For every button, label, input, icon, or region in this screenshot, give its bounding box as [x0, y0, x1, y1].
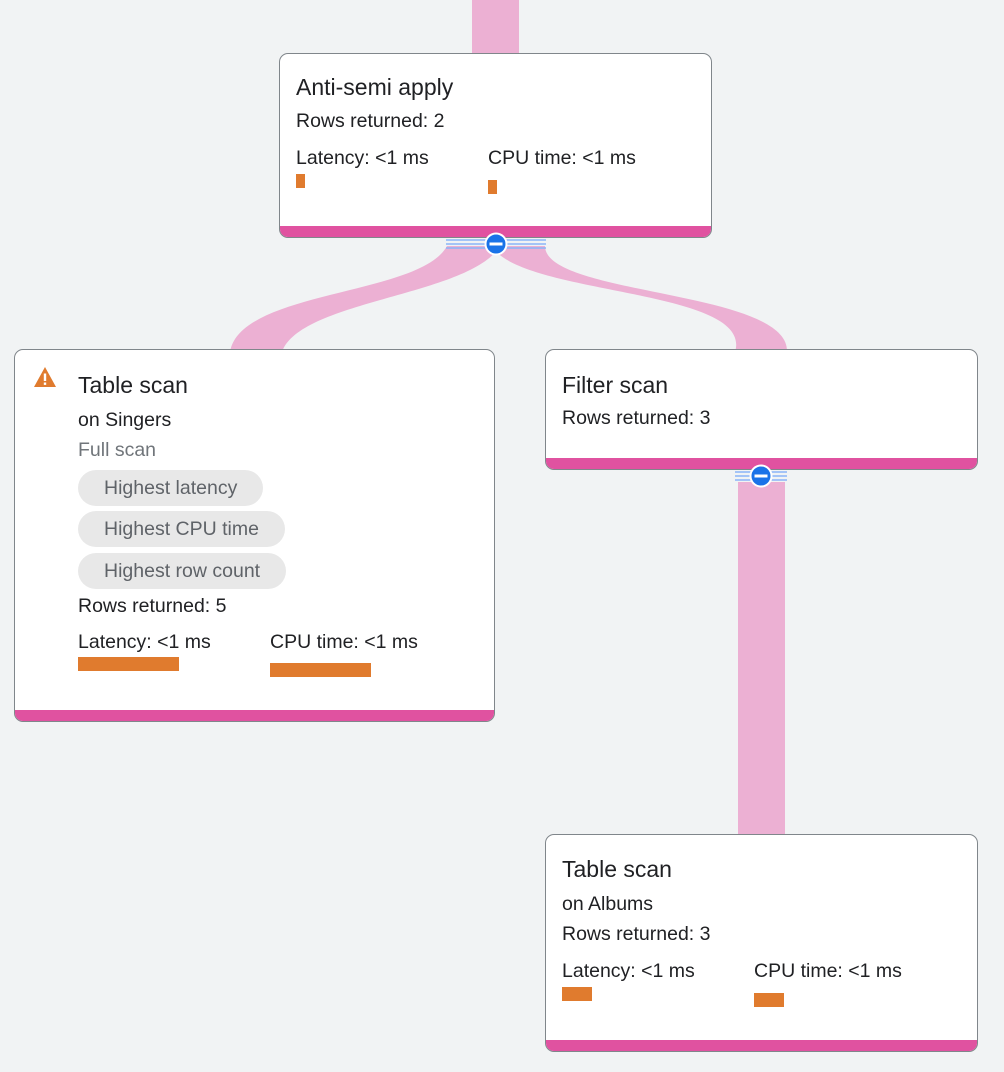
rows-returned: Rows returned: 5 [78, 595, 227, 617]
node-title: Table scan [78, 372, 188, 398]
connector-root-to-anti-semi [472, 0, 519, 54]
node-title: Filter scan [562, 372, 669, 398]
cpu-time-label: CPU time: <1 ms [270, 631, 418, 653]
chip-highest-latency: Highest latency [78, 470, 264, 506]
table-name: on Albums [562, 893, 654, 915]
table-name: on Singers [78, 409, 172, 431]
cpu-time-label: CPU time: <1 ms [754, 960, 902, 982]
chip-highest-row-count: Highest row count [78, 553, 287, 589]
rows-returned: Rows returned: 3 [562, 407, 711, 429]
node-bottom-bar [15, 710, 494, 721]
node-bottom-bar [546, 1040, 977, 1051]
node-title: Table scan [562, 856, 672, 882]
cpu-time-bar [754, 993, 784, 1007]
minus-circle-icon [749, 464, 773, 488]
plan-node-table-scan-singers[interactable]: Table scan on Singers Full scan Highest … [14, 349, 495, 722]
connector-anti-semi-to-table-scan-singers [230, 246, 500, 352]
cpu-time-bar [488, 180, 497, 194]
node-bottom-bar [546, 458, 977, 469]
chip-highest-cpu-time: Highest CPU time [78, 511, 285, 547]
cpu-time-label: CPU time: <1 ms [488, 147, 636, 169]
node-bottom-bar [280, 226, 711, 237]
cpu-time-bar [270, 663, 371, 677]
rows-returned: Rows returned: 3 [562, 923, 711, 945]
collapse-toggle-filter-scan[interactable] [711, 464, 811, 488]
connector-filter-scan-to-table-scan-albums [738, 482, 785, 836]
connector-anti-semi-to-filter-scan [492, 246, 788, 352]
warning-icon [34, 367, 56, 387]
latency-bar [562, 987, 592, 1001]
collapse-toggle-anti-semi-apply[interactable] [446, 232, 546, 256]
rows-returned: Rows returned: 2 [296, 110, 445, 132]
latency-label: Latency: <1 ms [562, 960, 695, 982]
minus-circle-icon [484, 232, 508, 256]
latency-label: Latency: <1 ms [78, 631, 211, 653]
latency-label: Latency: <1 ms [296, 147, 429, 169]
plan-node-anti-semi-apply[interactable]: Anti-semi apply Rows returned: 2 Latency… [279, 53, 712, 238]
plan-node-table-scan-albums[interactable]: Table scan on Albums Rows returned: 3 La… [545, 834, 978, 1052]
latency-bar [296, 174, 305, 188]
plan-node-filter-scan[interactable]: Filter scan Rows returned: 3 [545, 349, 978, 470]
node-title: Anti-semi apply [296, 74, 454, 100]
scan-type: Full scan [78, 439, 157, 461]
latency-bar [78, 657, 179, 671]
